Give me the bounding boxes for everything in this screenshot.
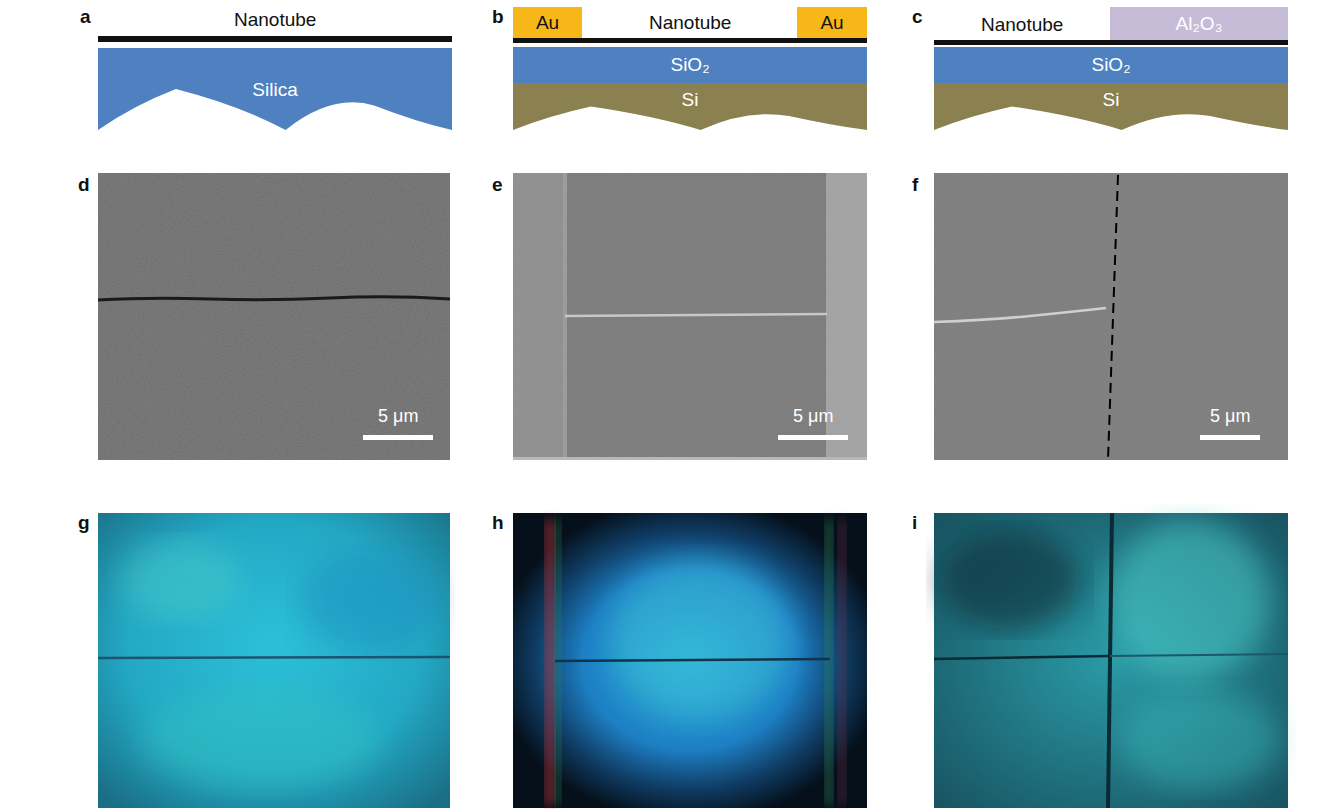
optical-image: [98, 513, 450, 808]
nanotube-line: [934, 40, 1288, 45]
layer-box: Silica: [98, 48, 452, 130]
layer-label: SiO₂: [670, 54, 709, 76]
optical-image: [513, 513, 867, 808]
layer-label: Si: [1103, 89, 1120, 111]
optical-image: [934, 513, 1288, 808]
nanotube-label: Nanotube: [234, 9, 316, 31]
panel-letter: h: [492, 512, 504, 534]
nanotube-label: Nanotube: [981, 14, 1063, 36]
layer-box: SiO₂: [934, 47, 1288, 83]
scale-label: 5 μm: [1210, 406, 1250, 427]
panel-letter: d: [78, 174, 90, 196]
sem-image: [513, 173, 867, 460]
layer-box: Au: [797, 7, 867, 38]
layer-label: SiO₂: [1091, 54, 1130, 76]
panel-letter: c: [912, 6, 923, 28]
sem-image: [98, 173, 450, 460]
nanotube-line: [513, 38, 867, 43]
scale-label: 5 μm: [378, 406, 418, 427]
nanotube-label: Nanotube: [649, 12, 731, 34]
layer-box: Si: [934, 83, 1288, 130]
layer-label: Al₂O₃: [1176, 13, 1223, 35]
panel-letter: e: [492, 174, 503, 196]
panel-letter: f: [912, 174, 918, 196]
layer-box: Au: [513, 7, 582, 38]
panel-letter: g: [78, 512, 90, 534]
layer-label: Silica: [252, 79, 297, 101]
layer-label: Si: [682, 89, 699, 111]
layer-box: SiO₂: [513, 47, 867, 83]
layer-label: Au: [820, 12, 843, 34]
layer-box: Al₂O₃: [1110, 7, 1288, 40]
panel-letter: b: [492, 6, 504, 28]
panel-letter: a: [80, 6, 91, 28]
layer-box: Si: [513, 83, 867, 130]
layer-label: Au: [536, 12, 559, 34]
sem-image: [934, 173, 1288, 460]
scale-label: 5 μm: [793, 406, 833, 427]
nanotube-line: [98, 36, 452, 42]
panel-letter: i: [912, 512, 917, 534]
